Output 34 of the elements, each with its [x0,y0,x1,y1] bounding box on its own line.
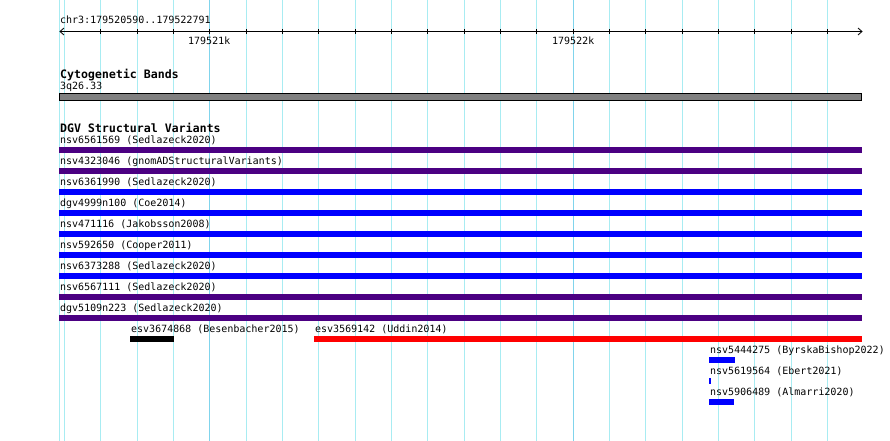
chromosome-band-bar [59,93,862,101]
variant-label: nsv6373288 (Sedlazeck2020) [60,261,217,272]
variant-label: nsv6561569 (Sedlazeck2020) [60,135,217,146]
variant-bar [709,357,735,363]
variant-label: nsv592650 (Cooper2011) [60,240,192,251]
variant-bar [314,336,862,342]
variant-bar [59,147,862,153]
track-heading: Cytogenetic Bands [60,68,179,80]
variant-label: esv3674868 (Besenbacher2015) [131,324,300,335]
variant-bar [59,189,862,195]
variant-bar [59,315,862,321]
variant-bar [59,168,862,174]
variant-label: nsv471116 (Jakobsson2008) [60,219,211,230]
tick-label: 179522k [552,36,594,47]
variant-bar [130,336,174,342]
variant-bar [709,399,734,405]
variant-bar [59,294,862,300]
track-heading: DGV Structural Variants [60,122,221,134]
band-label: 3q26.33 [60,81,102,92]
variant-label: nsv6361990 (Sedlazeck2020) [60,177,217,188]
variant-bar [59,231,862,237]
variant-label: nsv6567111 (Sedlazeck2020) [60,282,217,293]
variant-label: nsv5906489 (Almarri2020) [710,387,854,398]
variant-label: nsv5444275 (ByrskaBishop2022) [710,345,885,356]
variant-bar [59,210,862,216]
variant-label: esv3569142 (Uddin2014) [315,324,448,335]
variant-bar [59,252,862,258]
variant-label: nsv5619564 (Ebert2021) [710,366,842,377]
variant-bar [59,273,862,279]
variant-label: dgv4999n100 (Coe2014) [60,198,186,209]
variant-label: nsv4323046 (gnomADStructuralVariants) [60,156,283,167]
region-label: chr3:179520590..179522791 [60,15,211,26]
tick-label: 179521k [188,36,230,47]
variant-label: dgv5109n223 (Sedlazeck2020) [60,303,223,314]
